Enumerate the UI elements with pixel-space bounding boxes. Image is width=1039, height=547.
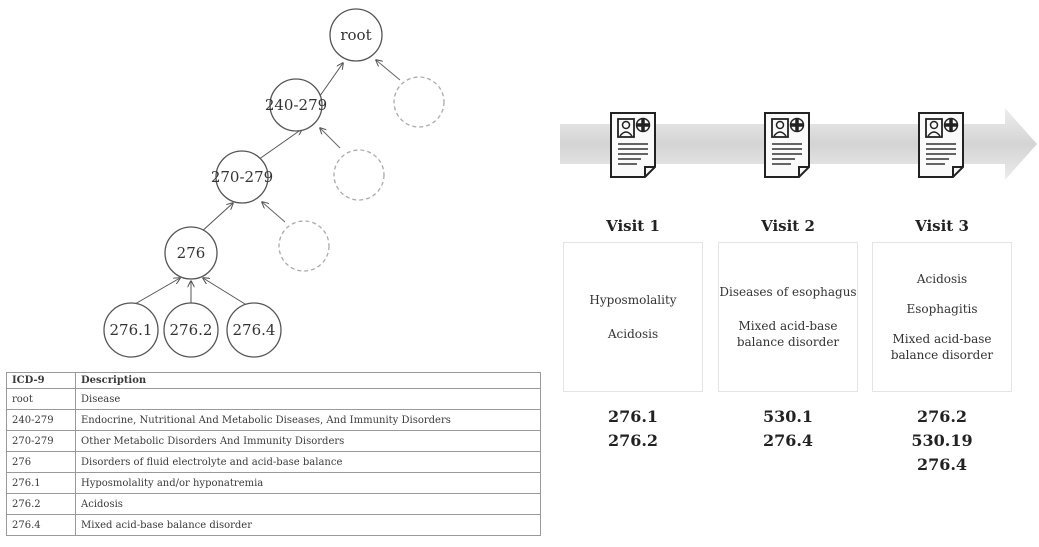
placeholder-node [278,220,330,272]
icd-code-cell: 240-279 [6,409,76,431]
description-cell: Acidosis [75,493,541,515]
tree-edge [254,129,302,163]
visit-2-diagnoses: Diseases of esophagus Mixed acid-base ba… [718,242,858,392]
icd-code-cell: root [6,388,76,410]
svg-text:root: root [340,26,371,44]
diagnosis-item: Diseases of esophagus [719,285,857,299]
diagnosis-item: Acidosis [916,272,968,286]
icd-code: 276.1 [607,407,659,426]
tree-node-root: root [329,8,383,62]
diagnosis-item: Esophagitis [906,302,978,316]
description-cell: Other Metabolic Disorders And Immunity D… [75,430,541,452]
column-header-description: Description [75,372,541,389]
description-cell: Mixed acid-base balance disorder [75,514,541,536]
tree-node-270-279: 270-279 [211,150,273,204]
medical-record-icon [763,111,811,179]
diagnosis-item: Acidosis [607,327,659,341]
icd-code-cell: 276 [6,451,76,473]
tree-edge-placeholder [320,128,341,149]
tree-edge-placeholder [262,202,286,223]
visit-3-codes: 276.2 530.19 276.4 [872,405,1012,477]
visit-1-diagnoses: Hyposmolality Acidosis [563,242,703,392]
timeline-arrow [560,108,1037,180]
svg-text:240-279: 240-279 [265,96,327,114]
description-cell: Disease [75,388,541,410]
tree-edge [134,278,180,305]
medical-record-icon [609,111,657,179]
svg-text:276.2: 276.2 [170,321,213,339]
visit-1-codes: 276.1 276.2 [563,405,703,453]
icd-code: 276.4 [762,431,814,450]
diagnosis-item: Hyposmolality [589,293,677,307]
visit-2-title: Visit 2 [761,217,815,235]
placeholder-node [393,76,445,128]
tree-edge-placeholder [376,60,401,81]
icd-code-cell: 270-279 [6,430,76,452]
description-cell: Hyposmolality and/or hyponatremia [75,472,541,494]
tree-node-276-2: 276.2 [163,302,219,358]
placeholder-node [333,149,385,201]
icd-code: 530.19 [911,431,973,450]
tree-node-276-1: 276.1 [103,302,159,358]
svg-text:276.4: 276.4 [233,321,276,339]
icd-code-cell: 276.4 [6,514,76,536]
svg-text:276.1: 276.1 [110,321,153,339]
tree-node-276: 276 [164,226,218,280]
visit-2-codes: 530.1 276.4 [718,405,858,453]
icd-code-cell: 276.2 [6,493,76,515]
diagnosis-item: Mixed acid-base balance disorder [736,319,840,349]
icd-hierarchy-tree: root 240-279 270-279 276 276.1 276.2 276… [103,8,445,358]
description-cell: Disorders of fluid electrolyte and acid-… [75,451,541,473]
description-cell: Endocrine, Nutritional And Metabolic Dis… [75,409,541,431]
tree-node-240-279: 240-279 [265,78,327,132]
tree-edge [203,278,246,305]
table-header-row: ICD-9 Description [6,372,541,389]
icd-code-cell: 276.1 [6,472,76,494]
visit-1-title: Visit 1 [606,217,660,235]
icd-code: 276.2 [607,431,659,450]
svg-text:270-279: 270-279 [211,168,273,186]
visit-3-title: Visit 3 [915,217,969,235]
medical-record-icon [917,111,965,179]
tree-edge [199,203,233,234]
icd-code: 276.2 [916,407,968,426]
icd-code: 530.1 [762,407,814,426]
svg-text:276: 276 [177,244,206,262]
tree-node-276-4: 276.4 [226,302,282,358]
icd-code: 276.4 [916,455,968,474]
visit-3-diagnoses: Acidosis Esophagitis Mixed acid-base bal… [872,242,1012,392]
diagnosis-item: Mixed acid-base balance disorder [890,332,994,362]
column-header-icd9: ICD-9 [6,372,76,389]
